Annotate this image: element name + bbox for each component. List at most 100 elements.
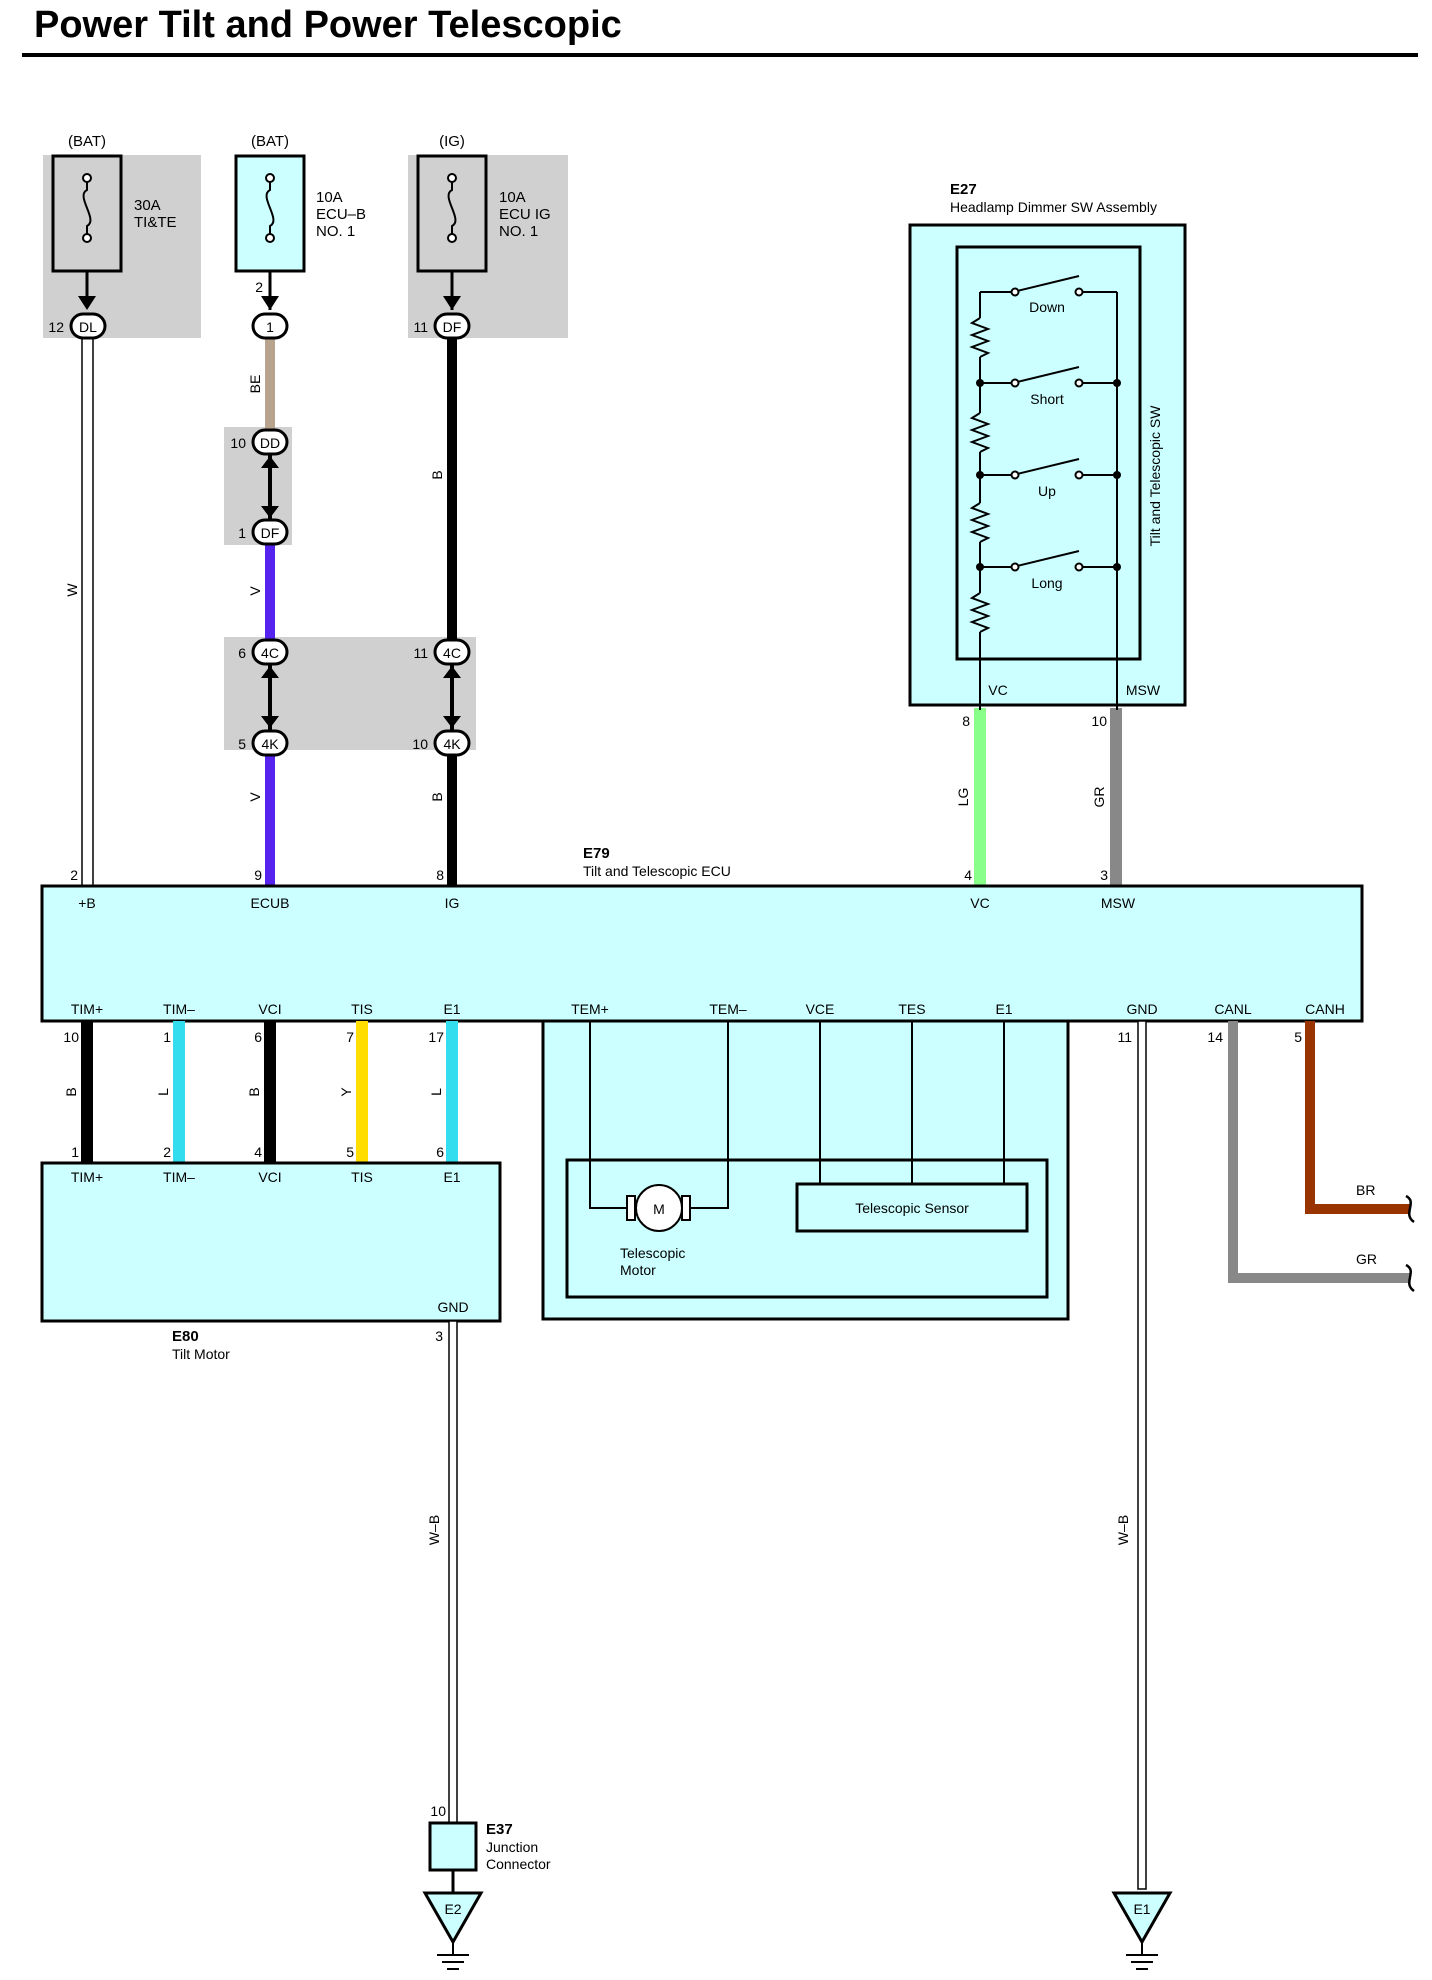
e80-pin-tis: 5 <box>346 1144 354 1160</box>
e79-pin-tim-minus: 1 <box>163 1029 171 1045</box>
e79-term-vc: VC <box>970 895 989 911</box>
e79-term-tim-minus: TIM– <box>163 1001 195 1017</box>
e79-term-canh: CANH <box>1305 1001 1345 1017</box>
e79-pin-gnd: 11 <box>1117 1029 1132 1045</box>
e79-pin-msw: 3 <box>1100 867 1108 883</box>
e80-pin-tim-minus: 2 <box>163 1144 171 1160</box>
e80-pin-vci: 4 <box>254 1144 262 1160</box>
e37-pin: 10 <box>430 1803 446 1819</box>
wire-break-canl <box>1405 1263 1415 1293</box>
e80-name: Tilt Motor <box>172 1346 230 1362</box>
fuse-2 <box>234 154 306 273</box>
wire-label-w: W <box>64 583 80 597</box>
wire-label-canh: BR <box>1356 1182 1375 1198</box>
e79-term-ecub: ECUB <box>251 895 290 911</box>
telescopic-wiring <box>589 1021 1005 1209</box>
wire-label-e1: L <box>428 1088 444 1096</box>
wire-label-wb-right: W–B <box>1115 1515 1131 1545</box>
e27-name: Headlamp Dimmer SW Assembly <box>950 199 1157 215</box>
e79-term-e1: E1 <box>443 1001 460 1017</box>
arrowheads <box>78 296 461 728</box>
e79-term-tim-plus: TIM+ <box>71 1001 103 1017</box>
e79-term-tis: TIS <box>351 1001 373 1017</box>
wire-label-vci: B <box>246 1087 262 1096</box>
e79-pin-vc: 4 <box>964 867 972 883</box>
e79-pin-e1: 17 <box>428 1029 444 1045</box>
e79-pin-canh: 5 <box>1294 1029 1302 1045</box>
wire-canh <box>1305 1021 1410 1214</box>
title-rule <box>22 53 1418 57</box>
wire-label-canl: GR <box>1356 1251 1377 1267</box>
e80-term-tis: TIS <box>351 1169 373 1185</box>
conn-df: DF <box>443 319 462 335</box>
ground-e1-symbol <box>1111 1891 1173 1970</box>
e80-term-e1: E1 <box>443 1169 460 1185</box>
e27-inner-box <box>955 245 1142 661</box>
switch-up: Up <box>1038 483 1056 499</box>
e37-name-2: Connector <box>486 1856 551 1872</box>
conn-dl: DL <box>79 319 97 335</box>
e80-pin-gnd: 3 <box>435 1328 443 1344</box>
fuse-1 <box>51 154 123 273</box>
e79-pin-b: 2 <box>70 867 78 883</box>
ground-e2-symbol <box>422 1891 484 1970</box>
switch-down: Down <box>1029 299 1065 315</box>
e79-term-msw: MSW <box>1101 895 1136 911</box>
conn-df-pin: 11 <box>413 319 428 335</box>
e27-side-label: Tilt and Telescopic SW <box>1147 405 1163 547</box>
fuse-2-name-1: ECU–B <box>316 206 366 223</box>
wire-label-tim-plus: B <box>63 1087 79 1096</box>
fuse-3-rating: 10A <box>499 189 526 206</box>
e80-term-gnd: GND <box>437 1299 468 1315</box>
e80-code: E80 <box>172 1328 199 1345</box>
wire-label-b2: B <box>429 792 445 801</box>
e79-term-tes: TES <box>898 1001 925 1017</box>
e79-term-vci: VCI <box>258 1001 281 1017</box>
e79-term-tem-plus: TEM+ <box>571 1001 609 1017</box>
e80-term-tim-plus: TIM+ <box>71 1169 103 1185</box>
e27-contacts <box>1010 287 1084 572</box>
wire-wb-right <box>1137 1020 1147 1890</box>
connector-ovals <box>69 312 471 757</box>
e80-term-vci: VCI <box>258 1169 281 1185</box>
e79-term-ig: IG <box>445 895 460 911</box>
e79-code: E79 <box>583 845 610 862</box>
wire-label-be: BE <box>247 375 263 394</box>
wire-label-wb-left: W–B <box>426 1515 442 1545</box>
e79-pin-vci: 6 <box>254 1029 262 1045</box>
e80-box <box>40 1161 502 1323</box>
e79-pin-ecub: 9 <box>254 867 262 883</box>
conn-4k-2-pin: 10 <box>412 736 428 752</box>
telescopic-motor-label-1: Telescopic <box>620 1245 685 1261</box>
wire-canl <box>1228 1021 1410 1283</box>
wire-w <box>81 332 94 889</box>
source-label-2: (BAT) <box>251 133 289 150</box>
conn-dd: DD <box>260 435 280 451</box>
fuse-2-name-2: NO. 1 <box>316 223 355 240</box>
e79-pin-canl: 14 <box>1207 1029 1223 1045</box>
e79-term-tem-minus: TEM– <box>709 1001 747 1017</box>
e80-pin-e1: 6 <box>436 1144 444 1160</box>
conn-df-2-pin: 1 <box>238 525 246 541</box>
conn-1-pin: 2 <box>255 279 263 295</box>
switch-short: Short <box>1030 391 1064 407</box>
e37-code: E37 <box>486 1821 513 1838</box>
e79-pin-tim-plus: 10 <box>63 1029 79 1045</box>
fuse-3-name-2: NO. 1 <box>499 223 538 240</box>
wire-label-gr: GR <box>1091 787 1107 808</box>
conn-4c-2: 4C <box>443 645 461 661</box>
e27-switch-network <box>969 275 1118 710</box>
e37-name-1: Junction <box>486 1839 538 1855</box>
e27-pin-vc: 8 <box>962 713 970 729</box>
e79-name: Tilt and Telescopic ECU <box>583 863 731 879</box>
e79-term-e1-2: E1 <box>995 1001 1012 1017</box>
wire-break-canh <box>1405 1194 1415 1224</box>
e37-box <box>428 1821 478 1872</box>
e79-term-b: +B <box>78 895 96 911</box>
e79-term-vce: VCE <box>806 1001 835 1017</box>
conn-1: 1 <box>266 319 274 335</box>
telescopic-sensor-label: Telescopic Sensor <box>855 1200 969 1216</box>
e27-term-msw: MSW <box>1126 682 1161 698</box>
e80-term-tim-minus: TIM– <box>163 1169 195 1185</box>
